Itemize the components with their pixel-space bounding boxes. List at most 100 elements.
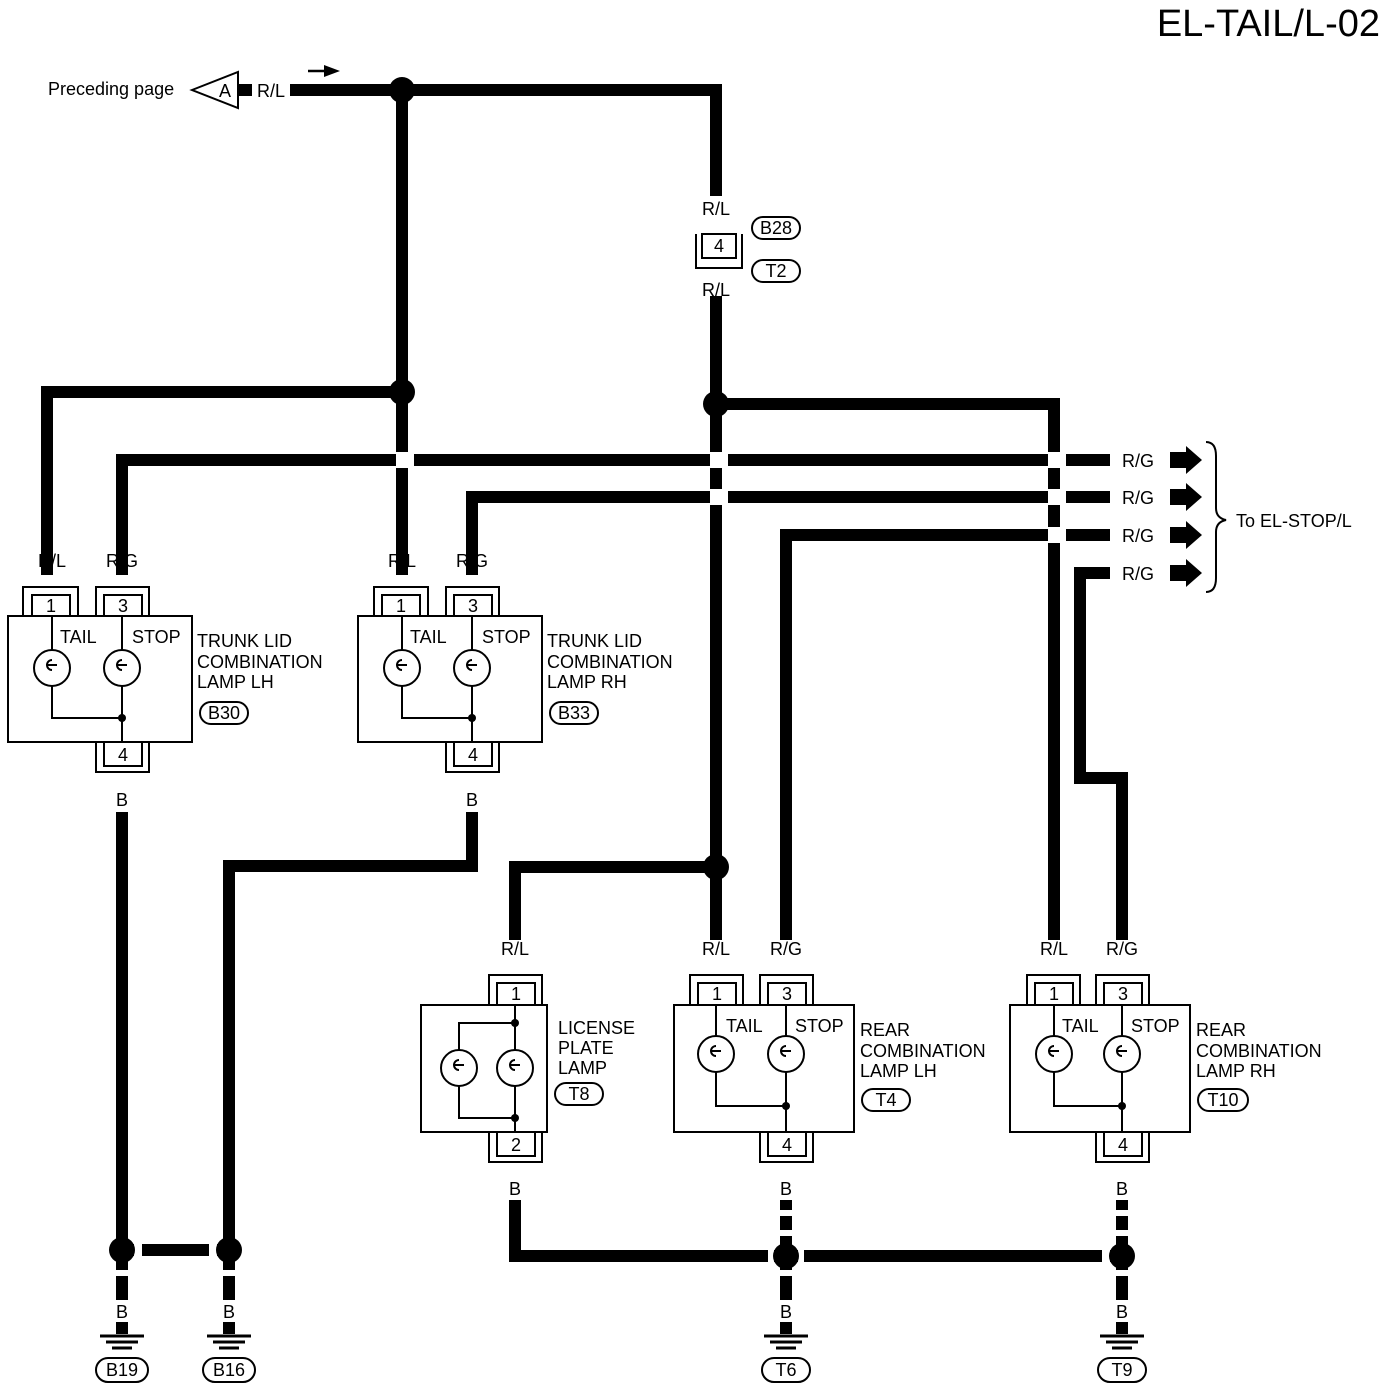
rear-lh-wire-rl: R/L bbox=[702, 939, 730, 959]
ground-b16[interactable]: B B16 bbox=[202, 1302, 256, 1383]
svg-text:3: 3 bbox=[118, 596, 128, 616]
splice-top bbox=[389, 77, 415, 103]
svg-text:LAMP RH: LAMP RH bbox=[547, 672, 627, 692]
svg-text:COMBINATION: COMBINATION bbox=[197, 652, 323, 672]
license-body bbox=[420, 1004, 548, 1133]
svg-text:LAMP: LAMP bbox=[558, 1058, 607, 1078]
license-wire-b: B bbox=[509, 1179, 521, 1199]
svg-text:COMBINATION: COMBINATION bbox=[860, 1041, 986, 1061]
page-title: EL-TAIL/L-02 bbox=[1157, 3, 1380, 45]
rear-rh-tail-label: TAIL bbox=[1062, 1016, 1099, 1036]
svg-text:4: 4 bbox=[468, 745, 478, 765]
splice-ground-b16 bbox=[216, 1237, 242, 1263]
svg-text:4: 4 bbox=[782, 1135, 792, 1155]
svg-text:COMBINATION: COMBINATION bbox=[547, 652, 673, 672]
license-wire-rl: R/L bbox=[501, 939, 529, 959]
splice-ground-t6 bbox=[773, 1243, 799, 1269]
rear-lh-wire-b: B bbox=[780, 1179, 792, 1199]
svg-text:TRUNK LID: TRUNK LID bbox=[197, 631, 292, 651]
wire-gaps bbox=[114, 1210, 1130, 1276]
rear-rh-wire-rl: R/L bbox=[1040, 939, 1068, 959]
output-arrow-icons bbox=[1170, 446, 1202, 587]
trunk-rh-wire-rl: R/L bbox=[388, 551, 416, 571]
svg-text:4: 4 bbox=[118, 745, 128, 765]
svg-text:3: 3 bbox=[1118, 984, 1128, 1004]
junction-code-t2 bbox=[751, 259, 801, 283]
rear-lh-wire-rg: R/G bbox=[770, 939, 802, 959]
junction-code-b28 bbox=[751, 216, 801, 240]
to-stop-label: To EL-STOP/L bbox=[1236, 511, 1352, 531]
svg-text:LICENSE: LICENSE bbox=[558, 1018, 635, 1038]
svg-text:1: 1 bbox=[511, 984, 521, 1004]
ground-icon bbox=[207, 1334, 251, 1350]
ground-t6[interactable]: B T6 bbox=[761, 1302, 811, 1383]
trunk-lh-code bbox=[199, 701, 249, 725]
svg-text:B30: B30 bbox=[208, 703, 240, 723]
rear-rh-code bbox=[1197, 1088, 1249, 1112]
rl-feed-wires bbox=[41, 84, 1060, 940]
svg-text:B16: B16 bbox=[213, 1360, 245, 1380]
brace-icon bbox=[1205, 441, 1227, 593]
trunk-lid-lamp-rh[interactable]: R/L R/G 1 3 TAIL STOP 4 TRUNK LID COMBIN… bbox=[357, 551, 673, 810]
svg-text:B28: B28 bbox=[760, 218, 792, 238]
junction-wire-top: R/L bbox=[702, 199, 730, 219]
trunk-rh-wire-rg: R/G bbox=[456, 551, 488, 571]
svg-text:TRUNK LID: TRUNK LID bbox=[547, 631, 642, 651]
svg-text:T9: T9 bbox=[1111, 1360, 1132, 1380]
rear-combination-lamp-lh[interactable]: R/L R/G 1 3 TAIL STOP 4 REAR COMBINATION… bbox=[673, 939, 986, 1199]
output-label-1: R/G bbox=[1122, 451, 1154, 471]
svg-text:COMBINATION: COMBINATION bbox=[1196, 1041, 1322, 1061]
trunk-lh-tail-label: TAIL bbox=[60, 627, 97, 647]
rear-combination-lamp-rh[interactable]: R/L R/G 1 3 TAIL STOP 4 REAR COMBINATION… bbox=[1009, 939, 1322, 1199]
license-code bbox=[554, 1082, 604, 1106]
svg-text:T2: T2 bbox=[765, 261, 786, 281]
svg-text:LAMP RH: LAMP RH bbox=[1196, 1061, 1276, 1081]
ground-b19[interactable]: B B19 bbox=[95, 1302, 149, 1383]
splice-ground-t9 bbox=[1109, 1243, 1135, 1269]
svg-text:B19: B19 bbox=[106, 1360, 138, 1380]
junction-connector[interactable]: R/L 4 B28 T2 R/L bbox=[695, 199, 801, 300]
svg-text:T10: T10 bbox=[1207, 1090, 1238, 1110]
svg-text:T4: T4 bbox=[875, 1090, 896, 1110]
rear-rh-body bbox=[1009, 1004, 1191, 1133]
trunk-lh-wire-b: B bbox=[116, 790, 128, 810]
rear-lh-tail-label: TAIL bbox=[726, 1016, 763, 1036]
output-label-2: R/G bbox=[1122, 488, 1154, 508]
ground-icon bbox=[1100, 1334, 1144, 1350]
license-plate-lamp[interactable]: R/L 1 2 LICENSE PLATE LAMP T8 B bbox=[420, 939, 635, 1199]
svg-text:4: 4 bbox=[1118, 1135, 1128, 1155]
splice-trunk bbox=[389, 379, 415, 405]
ground-t9[interactable]: B T9 bbox=[1097, 1302, 1147, 1383]
trunk-lh-wire-rg: R/G bbox=[106, 551, 138, 571]
svg-text:T8: T8 bbox=[568, 1084, 589, 1104]
output-label-3: R/G bbox=[1122, 526, 1154, 546]
svg-text:3: 3 bbox=[468, 596, 478, 616]
svg-text:1: 1 bbox=[712, 984, 722, 1004]
connector-a-icon[interactable]: A bbox=[189, 70, 239, 110]
trunk-rh-tail-label: TAIL bbox=[410, 627, 447, 647]
svg-text:B: B bbox=[1116, 1302, 1128, 1322]
splice-license bbox=[703, 854, 729, 880]
trunk-lid-lamp-lh[interactable]: R/L R/G 1 3 TAIL STOP 4 TRUNK LID COMBIN… bbox=[7, 551, 323, 810]
rear-lh-code bbox=[861, 1088, 911, 1112]
svg-text:B: B bbox=[116, 1302, 128, 1322]
rear-lh-stop-label: STOP bbox=[795, 1016, 844, 1036]
svg-text:PLATE: PLATE bbox=[558, 1038, 614, 1058]
ground-icon bbox=[100, 1334, 144, 1350]
svg-text:B33: B33 bbox=[558, 703, 590, 723]
svg-text:LAMP LH: LAMP LH bbox=[197, 672, 274, 692]
splice-ground-b19 bbox=[109, 1237, 135, 1263]
trunk-lh-stop-label: STOP bbox=[132, 627, 181, 647]
svg-text:1: 1 bbox=[1049, 984, 1059, 1004]
svg-text:B: B bbox=[780, 1302, 792, 1322]
svg-text:T6: T6 bbox=[775, 1360, 796, 1380]
svg-text:2: 2 bbox=[511, 1135, 521, 1155]
rear-rh-wire-rg: R/G bbox=[1106, 939, 1138, 959]
trunk-rh-wire-b: B bbox=[466, 790, 478, 810]
connector-a-label: A bbox=[219, 81, 231, 101]
svg-text:3: 3 bbox=[782, 984, 792, 1004]
preceding-wire-label: R/L bbox=[257, 81, 285, 101]
crossing-gaps bbox=[396, 452, 1066, 543]
preceding-page-label: Preceding page bbox=[48, 79, 174, 99]
